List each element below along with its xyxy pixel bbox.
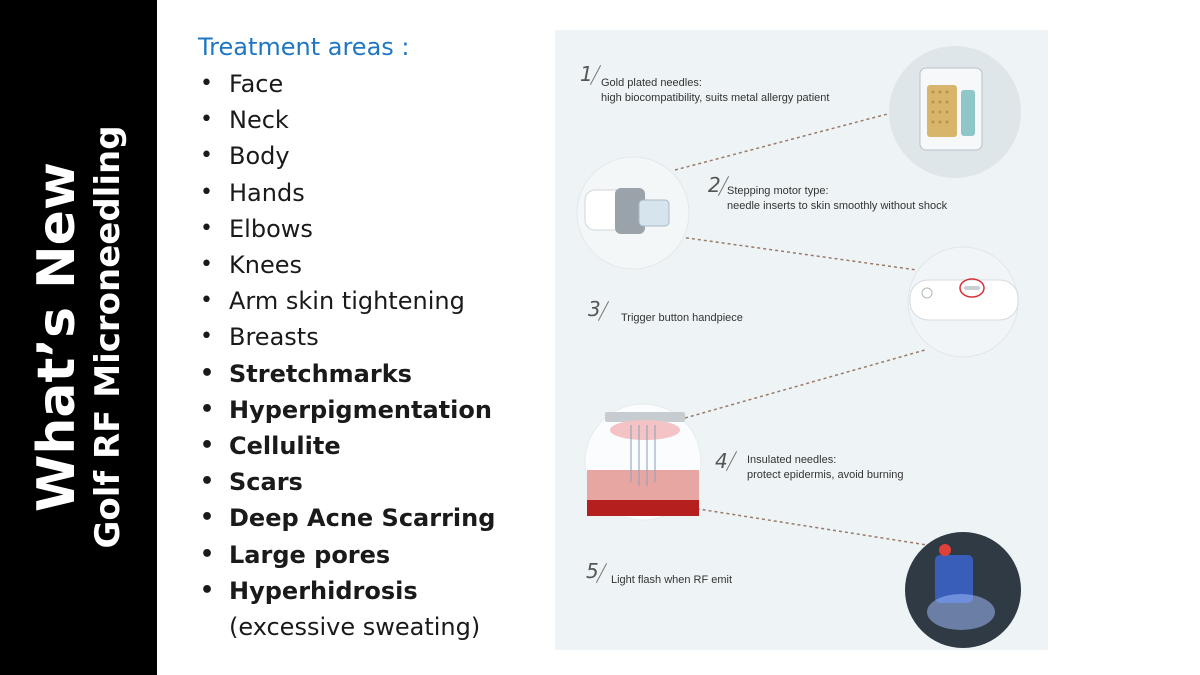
light-flash-image xyxy=(905,532,1021,648)
feature-4-number: 4 xyxy=(715,449,728,473)
treatment-label: Deep Acne Scarring xyxy=(229,504,496,533)
feature-illustration xyxy=(576,46,1021,648)
treatment-label: Hyperpigmentation xyxy=(229,395,492,424)
feature-5-title: Light flash when RF emit xyxy=(611,574,733,586)
skin-cross-section-image xyxy=(584,403,702,521)
feature-2-desc: needle inserts to skin smoothly without … xyxy=(727,200,948,212)
connector-line-3 xyxy=(684,349,926,419)
feature-2-number: 2 xyxy=(708,173,721,197)
treatment-sublabel: (excessive sweating) xyxy=(229,613,481,642)
treatment-item: • Elbows xyxy=(198,211,538,247)
treatment-label: Hands xyxy=(229,178,305,207)
treatment-label: Neck xyxy=(229,106,289,135)
treatment-label: Stretchmarks xyxy=(229,359,412,388)
bullet-icon: • xyxy=(200,577,215,603)
feature-3-text: Trigger button handpiece xyxy=(621,311,743,326)
bullet-icon: • xyxy=(200,179,213,205)
feature-5-text: Light flash when RF emit xyxy=(611,573,732,588)
sidebar: What’s New Golf RF Microneedling xyxy=(0,0,157,675)
treatment-item: • Deep Acne Scarring xyxy=(198,500,538,536)
bullet-icon: • xyxy=(200,288,213,314)
treatment-label: Elbows xyxy=(229,214,313,243)
treatment-item: • Hyperhidrosis (excessive sweating) xyxy=(198,573,538,645)
bullet-icon: • xyxy=(200,143,213,169)
treatment-list-section: Treatment areas : •Face•Neck•Body•Hands•… xyxy=(198,30,538,645)
feature-1-number: 1 xyxy=(580,62,593,86)
treatment-item: • Neck xyxy=(198,102,538,138)
bullet-icon: • xyxy=(200,505,215,531)
treatment-heading: Treatment areas : xyxy=(198,33,410,61)
bullet-icon: • xyxy=(200,396,215,422)
sidebar-subtitle: Golf RF Microneedling xyxy=(88,125,128,549)
treatment-item: • Arm skin tightening xyxy=(198,283,538,319)
treatment-label: Hyperhidrosis xyxy=(229,576,418,605)
trigger-button-image xyxy=(907,246,1019,358)
bullet-icon: • xyxy=(200,252,213,278)
treatment-item: • Knees xyxy=(198,247,538,283)
treatment-item: • Large pores xyxy=(198,537,538,573)
treatment-label: Knees xyxy=(229,251,302,280)
feature-1-desc: high biocompatibility, suits metal aller… xyxy=(601,92,830,104)
treatment-item: • Scars xyxy=(198,464,538,500)
feature-4-text: Insulated needles: protect epidermis, av… xyxy=(747,453,904,483)
bullet-icon: • xyxy=(200,107,213,133)
treatment-label: Cellulite xyxy=(229,432,341,461)
treatment-label: Arm skin tightening xyxy=(229,287,465,316)
feature-2-title: Stepping motor type: xyxy=(727,185,829,197)
bullet-icon: • xyxy=(200,324,213,350)
handpiece-tip-image xyxy=(576,156,690,270)
gold-needle-cartridge-image xyxy=(889,46,1021,178)
feature-2-text: Stepping motor type: needle inserts to s… xyxy=(727,184,947,214)
feature-5-number: 5 xyxy=(586,559,599,583)
device-feature-panel: 1 Gold plated needles: high biocompatibi… xyxy=(555,30,1048,650)
treatment-item: • Face xyxy=(198,66,538,102)
connector-line-4 xyxy=(672,504,928,546)
treatment-list: • Face • Neck • Body • Hands • Elbows • Knees • Arm s… xyxy=(198,66,538,645)
bullet-icon: • xyxy=(200,360,215,386)
feature-4-title: Insulated needles: xyxy=(747,454,837,466)
bullet-icon: • xyxy=(200,541,215,567)
feature-4-desc: protect epidermis, avoid burning xyxy=(747,469,904,481)
connector-line-2 xyxy=(679,236,918,271)
treatment-label: Scars xyxy=(229,468,303,497)
feature-3-title: Trigger button handpiece xyxy=(621,312,743,324)
treatment-item: • Cellulite xyxy=(198,428,538,464)
feature-1-title: Gold plated needles: xyxy=(601,77,702,89)
treatment-label: Large pores xyxy=(229,540,391,569)
treatment-item: • Stretchmarks xyxy=(198,356,538,392)
bullet-icon: • xyxy=(200,469,215,495)
treatment-item: • Breasts xyxy=(198,319,538,355)
feature-1-text: Gold plated needles: high biocompatibili… xyxy=(601,76,829,106)
bullet-icon: • xyxy=(200,215,213,241)
connector-line-1 xyxy=(674,111,896,171)
treatment-label: Breasts xyxy=(229,323,319,352)
bullet-icon: • xyxy=(200,71,213,96)
bullet-icon: • xyxy=(200,433,215,459)
sidebar-title: What’s New xyxy=(27,162,87,512)
treatment-label: Body xyxy=(229,142,290,171)
treatment-item: • Hands xyxy=(198,175,538,211)
treatment-label: Face xyxy=(229,70,284,98)
sidebar-rotated-text: What’s New Golf RF Microneedling xyxy=(27,0,129,675)
treatment-item: • Body xyxy=(198,138,538,174)
feature-3-number: 3 xyxy=(588,297,601,321)
treatment-item: • Hyperpigmentation xyxy=(198,392,538,428)
